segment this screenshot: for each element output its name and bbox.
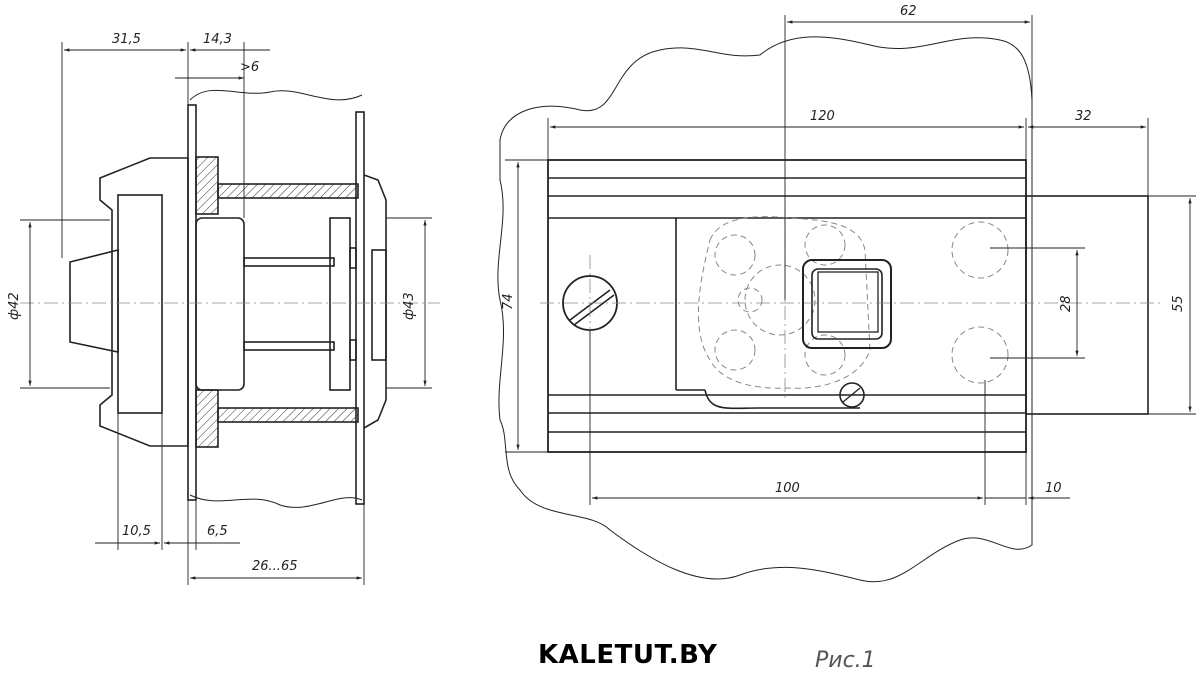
dim-62: 62 (900, 4, 917, 19)
dim-14-3: 14,3 (203, 32, 232, 47)
dim-120: 120 (810, 109, 835, 124)
dim-28: 28 (1059, 295, 1074, 312)
dim-100: 100 (775, 481, 800, 496)
dim-26-65: 26...65 (252, 559, 297, 574)
brand-label: KALETUT.BY (538, 640, 718, 670)
dim-phi43: ф43 (402, 292, 417, 320)
dim-74: 74 (501, 293, 516, 310)
dim-gt6: >6 (240, 60, 259, 75)
side-view-dimension-lines (20, 42, 432, 585)
front-view (497, 36, 1149, 583)
front-view-dimension-lines (505, 15, 1196, 505)
dim-55: 55 (1171, 295, 1186, 312)
dim-31-5: 31,5 (112, 32, 141, 47)
dim-32: 32 (1075, 109, 1092, 124)
side-section-view (69, 89, 387, 508)
figure-caption: Рис.1 (815, 648, 876, 673)
dim-10: 10 (1045, 481, 1062, 496)
dim-phi42: ф42 (7, 292, 22, 320)
dim-10-5: 10,5 (122, 524, 151, 539)
dim-6-5: 6,5 (207, 524, 228, 539)
